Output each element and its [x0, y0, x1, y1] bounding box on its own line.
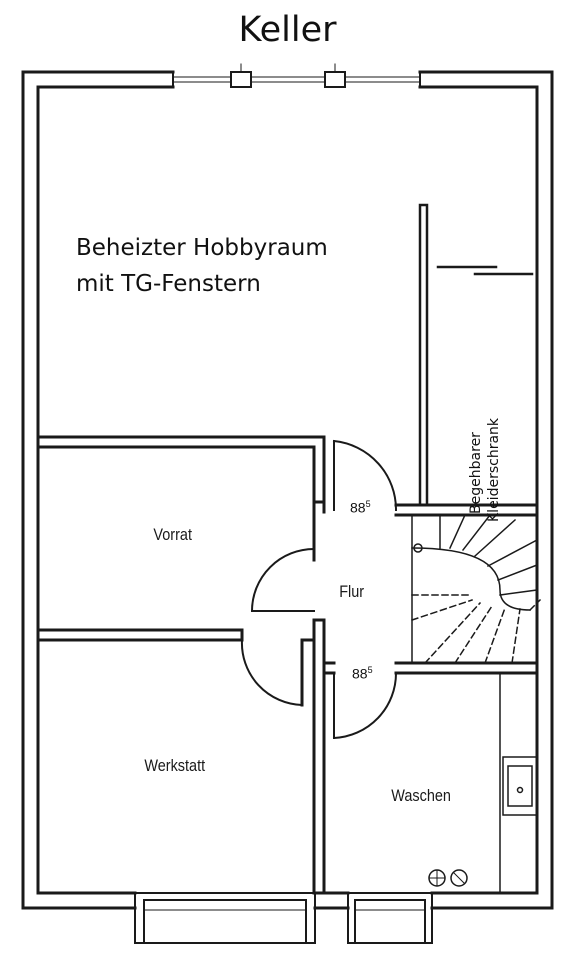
waschen-label: Waschen	[391, 786, 451, 805]
closet-label: Begehbarer Kleiderschrank	[467, 417, 503, 522]
closet-label-line1: Begehbarer	[468, 432, 484, 514]
door-width-upper-sup: 5	[365, 499, 371, 509]
flur-label: Flur	[339, 582, 365, 601]
outer-wall	[21, 70, 554, 910]
closet-label-line2: Kleiderschrank	[486, 417, 502, 522]
bottom-window	[134, 892, 433, 944]
hobby-room-label-line2: mit TG-Fenstern	[76, 271, 261, 297]
door-upper	[332, 439, 398, 512]
hobby-room-label-line1: Beheizter Hobbyraum	[76, 235, 328, 261]
door-width-lower: 885	[352, 665, 373, 682]
door-vorrat	[250, 547, 316, 613]
hobby-room-label: Beheizter Hobbyraum mit TG-Fenstern	[76, 230, 328, 302]
closet-wall	[418, 203, 534, 507]
door-width-lower-sup: 5	[367, 665, 373, 675]
laundry-counter	[428, 672, 538, 894]
door-width-upper: 885	[350, 499, 371, 516]
plan-title: Keller	[238, 10, 337, 50]
door-werkstatt	[240, 638, 304, 707]
top-window	[172, 63, 421, 88]
interior-wall	[36, 435, 539, 895]
vorrat-label: Vorrat	[153, 525, 192, 544]
staircase	[411, 513, 542, 665]
werkstatt-label: Werkstatt	[144, 756, 206, 775]
door-width-lower-value: 88	[352, 665, 368, 682]
door-width-upper-value: 88	[350, 499, 366, 516]
door-lower	[332, 671, 398, 740]
